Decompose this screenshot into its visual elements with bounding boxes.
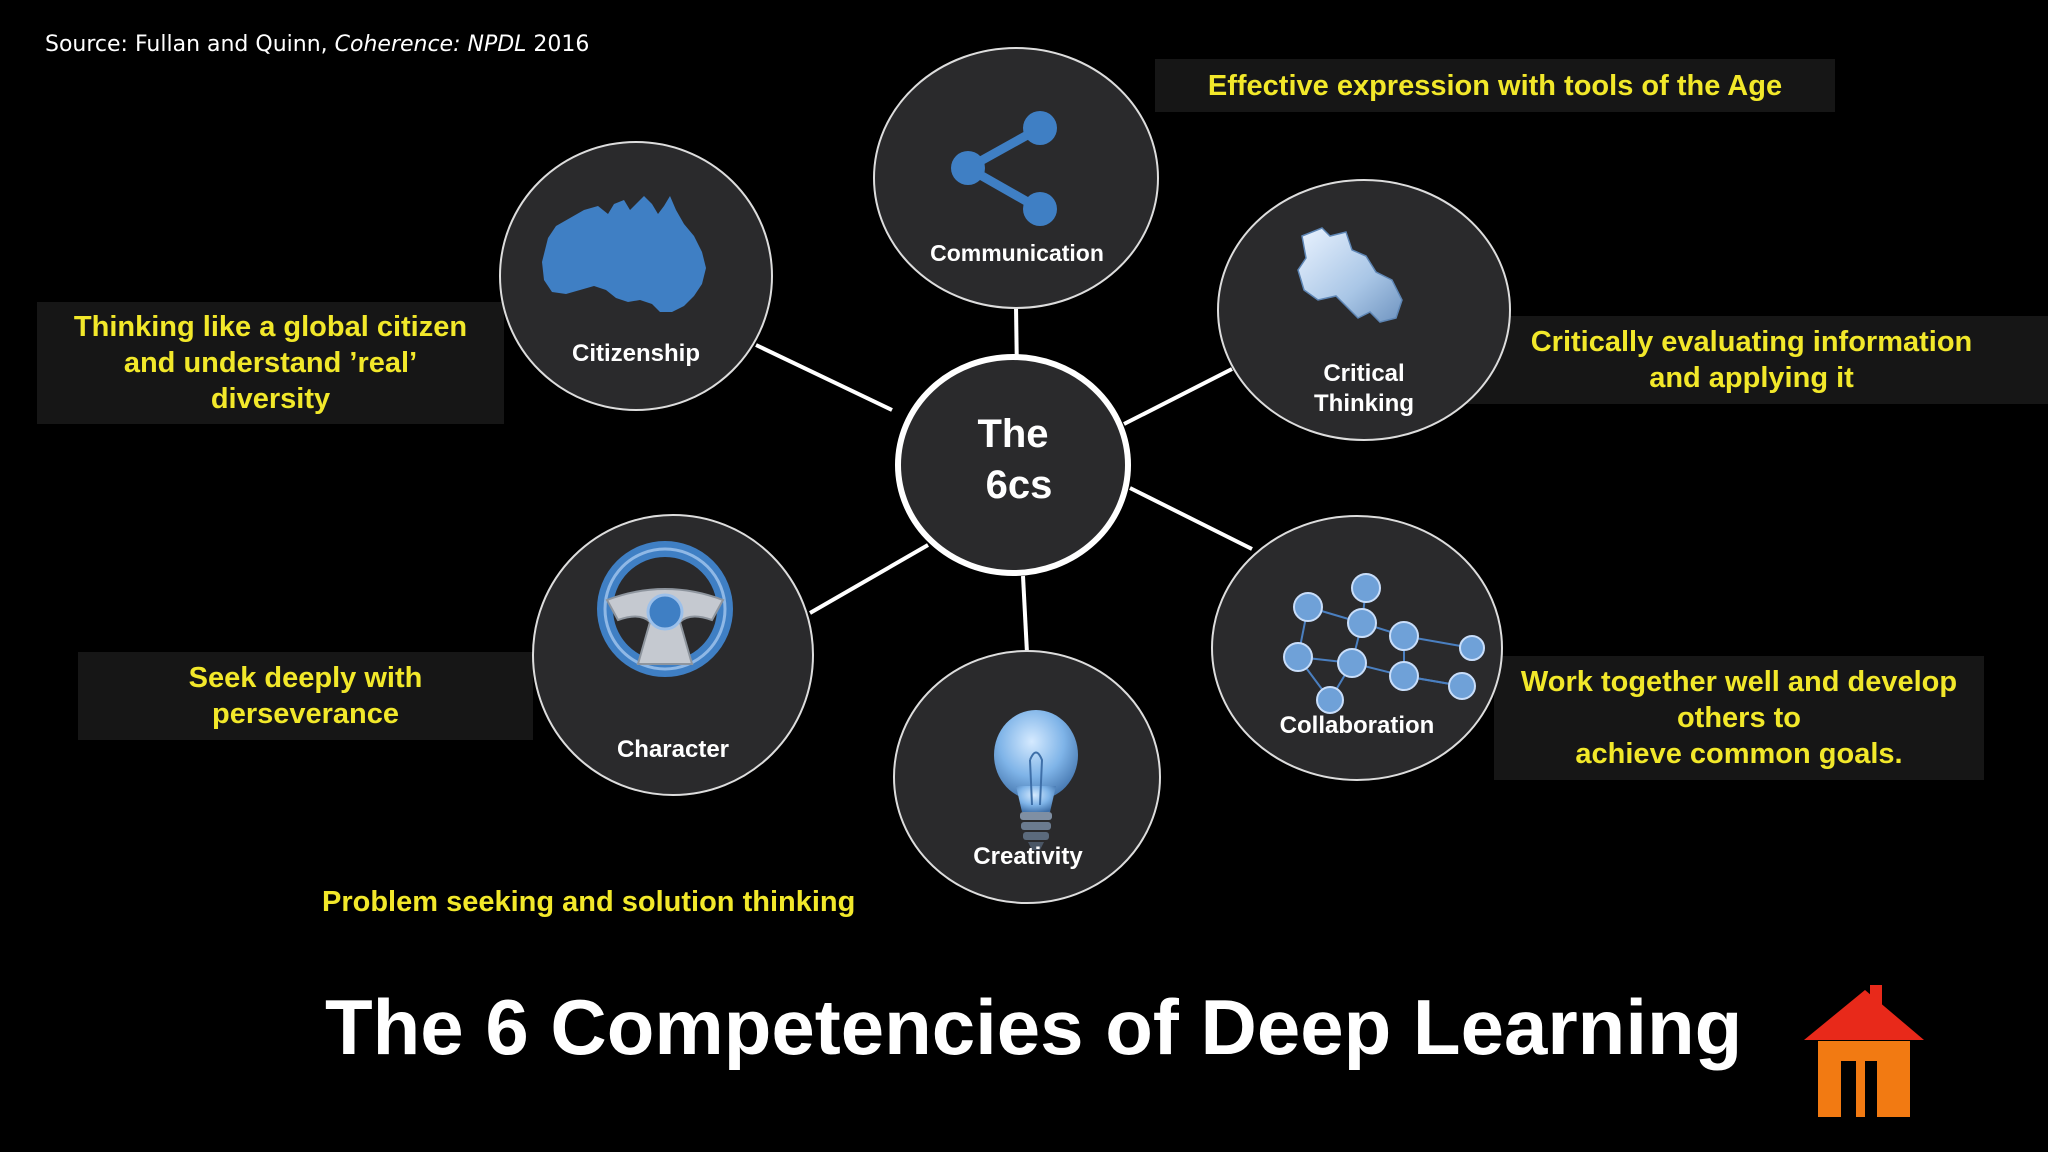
node-creativity: Creativity <box>893 650 1161 904</box>
description-collaboration: Work together well and develop others to… <box>1494 656 1984 780</box>
node-communication: Communication <box>873 47 1159 309</box>
center-label-line2: 6cs <box>986 463 1053 507</box>
creativity-label: Creativity <box>973 843 1083 870</box>
steering-wheel-icon <box>597 541 733 677</box>
communication-label: Communication <box>930 240 1104 266</box>
description-creativity: Problem seeking and solution thinking <box>322 886 856 918</box>
center-node: The 6cs <box>895 354 1131 576</box>
node-character: Character <box>532 514 814 796</box>
node-collaboration: Collaboration <box>1211 515 1503 781</box>
page-title: The 6 Competencies of Deep Learning <box>325 983 1743 1071</box>
home-icon[interactable] <box>1804 985 1924 1117</box>
source-citation: Source: Fullan and Quinn, Coherence: NPD… <box>45 32 590 57</box>
connector-citizenship <box>755 343 893 412</box>
puzzle-piece-icon <box>1297 227 1403 323</box>
description-citizenship: Thinking like a global citizen and under… <box>37 302 504 424</box>
collaboration-label: Collaboration <box>1280 712 1435 739</box>
center-circle <box>895 354 1131 576</box>
collaboration-circle <box>1211 515 1503 781</box>
description-communication: Effective expression with tools of the A… <box>1155 59 1835 112</box>
network-people-icon <box>1283 573 1485 714</box>
description-critical-thinking: Critically evaluating information and ap… <box>1455 316 2048 404</box>
connector-lines <box>755 305 1253 654</box>
australia-map-icon <box>542 196 706 312</box>
connector-collaboration <box>1129 486 1253 551</box>
critical-thinking-label-line1: Critical <box>1323 360 1404 387</box>
center-label-line1: The <box>977 412 1048 456</box>
connector-creativity <box>1021 575 1029 654</box>
node-citizenship: Citizenship <box>499 141 773 411</box>
critical-thinking-label-line2: Thinking <box>1314 390 1414 417</box>
communication-circle <box>873 47 1159 309</box>
connector-critical-thinking <box>1123 367 1233 426</box>
node-critical-thinking: Critical Thinking <box>1217 179 1511 441</box>
description-character: Seek deeply with perseverance <box>78 652 533 740</box>
light-bulb-icon <box>994 710 1078 850</box>
share-icon <box>951 111 1057 226</box>
character-label: Character <box>617 736 729 763</box>
connector-character <box>809 543 929 615</box>
citizenship-label: Citizenship <box>572 340 700 367</box>
